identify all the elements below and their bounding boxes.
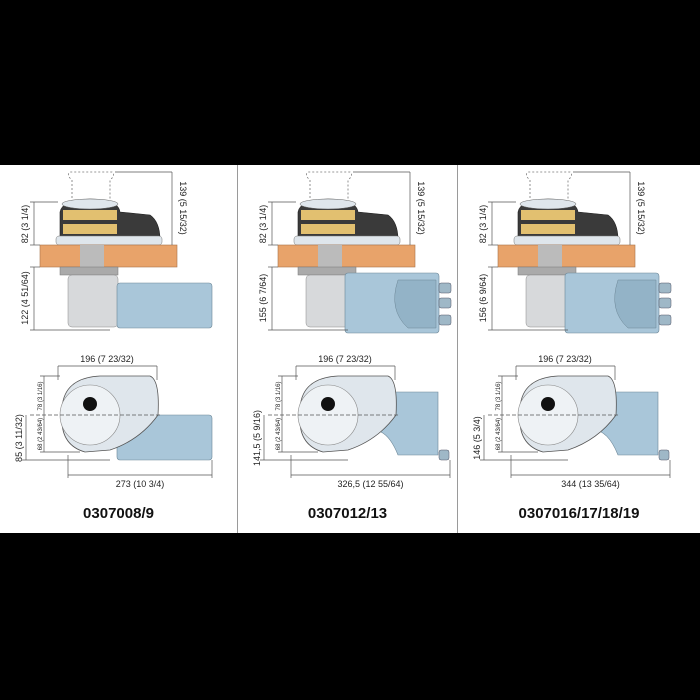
dimension-label: 68 (2 43/64) xyxy=(38,418,44,450)
dimension-label: 196 (7 23/32) xyxy=(80,354,134,364)
capstan-top xyxy=(61,198,119,210)
dimension-label: 344 (13 35/64) xyxy=(561,479,620,489)
flange xyxy=(59,266,119,276)
model-number: 0307016/17/18/19 xyxy=(518,505,640,522)
dimension-sheet: 139 (5 15/32) 82 (3 1/4) 122 (4 51/64) 196 … xyxy=(0,165,700,533)
capstan-hole xyxy=(321,397,335,411)
dimension-label: 122 (4 51/64) xyxy=(20,271,30,325)
deck-plank xyxy=(39,244,178,268)
dimension-label: 273 (10 3/4) xyxy=(116,479,165,489)
control-cover xyxy=(394,279,437,329)
shaft xyxy=(538,245,562,267)
shaft xyxy=(318,245,342,267)
cable-gland xyxy=(438,314,452,326)
cable-gland xyxy=(438,282,452,294)
windlass-drawing: 139 (5 15/32) 82 (3 1/4) 156 (6 9/64) 196 (… xyxy=(472,171,672,489)
windlass-drawing: 139 (5 15/32) 82 (3 1/4) 155 (6 7/64) 196 (… xyxy=(252,171,452,489)
dimension-label: 85 (3 11/32) xyxy=(14,414,24,462)
cable-gland xyxy=(438,297,452,309)
windlass-panel-0307008: 139 (5 15/32) 82 (3 1/4) 122 (4 51/64) 196 … xyxy=(0,165,237,533)
dimension-label: 82 (3 1/4) xyxy=(258,205,268,244)
panel-divider xyxy=(457,165,458,533)
capstan-outline xyxy=(68,171,114,202)
model-number: 0307008/9 xyxy=(83,505,154,522)
dimension-label: 326,5 (12 55/64) xyxy=(337,479,403,489)
dimension-label: 146 (5 3/4) xyxy=(472,416,482,460)
dimension-label: 196 (7 23/32) xyxy=(318,354,372,364)
gypsy-upper xyxy=(63,210,117,220)
dimension-label: 78 (3 1/16) xyxy=(276,381,282,410)
dimension-label: 139 (5 15/32) xyxy=(636,181,646,235)
gypsy-lower xyxy=(521,224,575,234)
cable-gland xyxy=(658,297,672,309)
dimension-label: 82 (3 1/4) xyxy=(478,205,488,244)
windlass-drawing: 139 (5 15/32) 82 (3 1/4) 122 (4 51/64) 196 … xyxy=(14,171,213,489)
capstan-top xyxy=(519,198,577,210)
capstan-top xyxy=(299,198,357,210)
windlass-panel-0307016: 139 (5 15/32) 82 (3 1/4) 156 (6 9/64) 196 (… xyxy=(458,165,700,533)
dimension-label: 139 (5 15/32) xyxy=(178,181,188,235)
control-cover xyxy=(614,279,657,329)
gypsy-lower xyxy=(301,224,355,234)
capstan-hole xyxy=(83,397,97,411)
dimension-label: 139 (5 15/32) xyxy=(416,181,426,235)
dimension-label: 196 (7 23/32) xyxy=(538,354,592,364)
model-number: 0307012/13 xyxy=(307,505,388,522)
dimension-label: 156 (6 9/64) xyxy=(478,274,488,323)
dimension-label: 68 (2 43/64) xyxy=(496,418,502,450)
gypsy-upper xyxy=(301,210,355,220)
deck-plank xyxy=(277,244,416,268)
dimension-label: 68 (2 43/64) xyxy=(276,418,282,450)
base-plate xyxy=(293,235,401,246)
panel-divider xyxy=(237,165,238,533)
dimension-label: 155 (6 7/64) xyxy=(258,274,268,323)
dimension-label: 82 (3 1/4) xyxy=(20,205,30,244)
cable-gland xyxy=(438,449,450,461)
cable-gland xyxy=(658,282,672,294)
motor-cylinder xyxy=(116,282,213,329)
gearbox xyxy=(67,274,119,328)
windlass-panel-0307012: 139 (5 15/32) 82 (3 1/4) 155 (6 7/64) 196 (… xyxy=(238,165,457,533)
capstan-outline xyxy=(306,171,352,202)
gypsy-lower xyxy=(63,224,117,234)
dimension-label: 141,5 (5 9/16) xyxy=(252,410,262,466)
capstan-hole xyxy=(541,397,555,411)
gypsy-upper xyxy=(521,210,575,220)
cable-gland xyxy=(658,449,670,461)
deck-plank xyxy=(497,244,636,268)
shaft xyxy=(80,245,104,267)
capstan-outline xyxy=(526,171,572,202)
dimension-label: 78 (3 1/16) xyxy=(496,381,502,410)
base-plate xyxy=(513,235,621,246)
dimension-label: 78 (3 1/16) xyxy=(38,381,44,410)
base-plate xyxy=(55,235,163,246)
cable-gland xyxy=(658,314,672,326)
